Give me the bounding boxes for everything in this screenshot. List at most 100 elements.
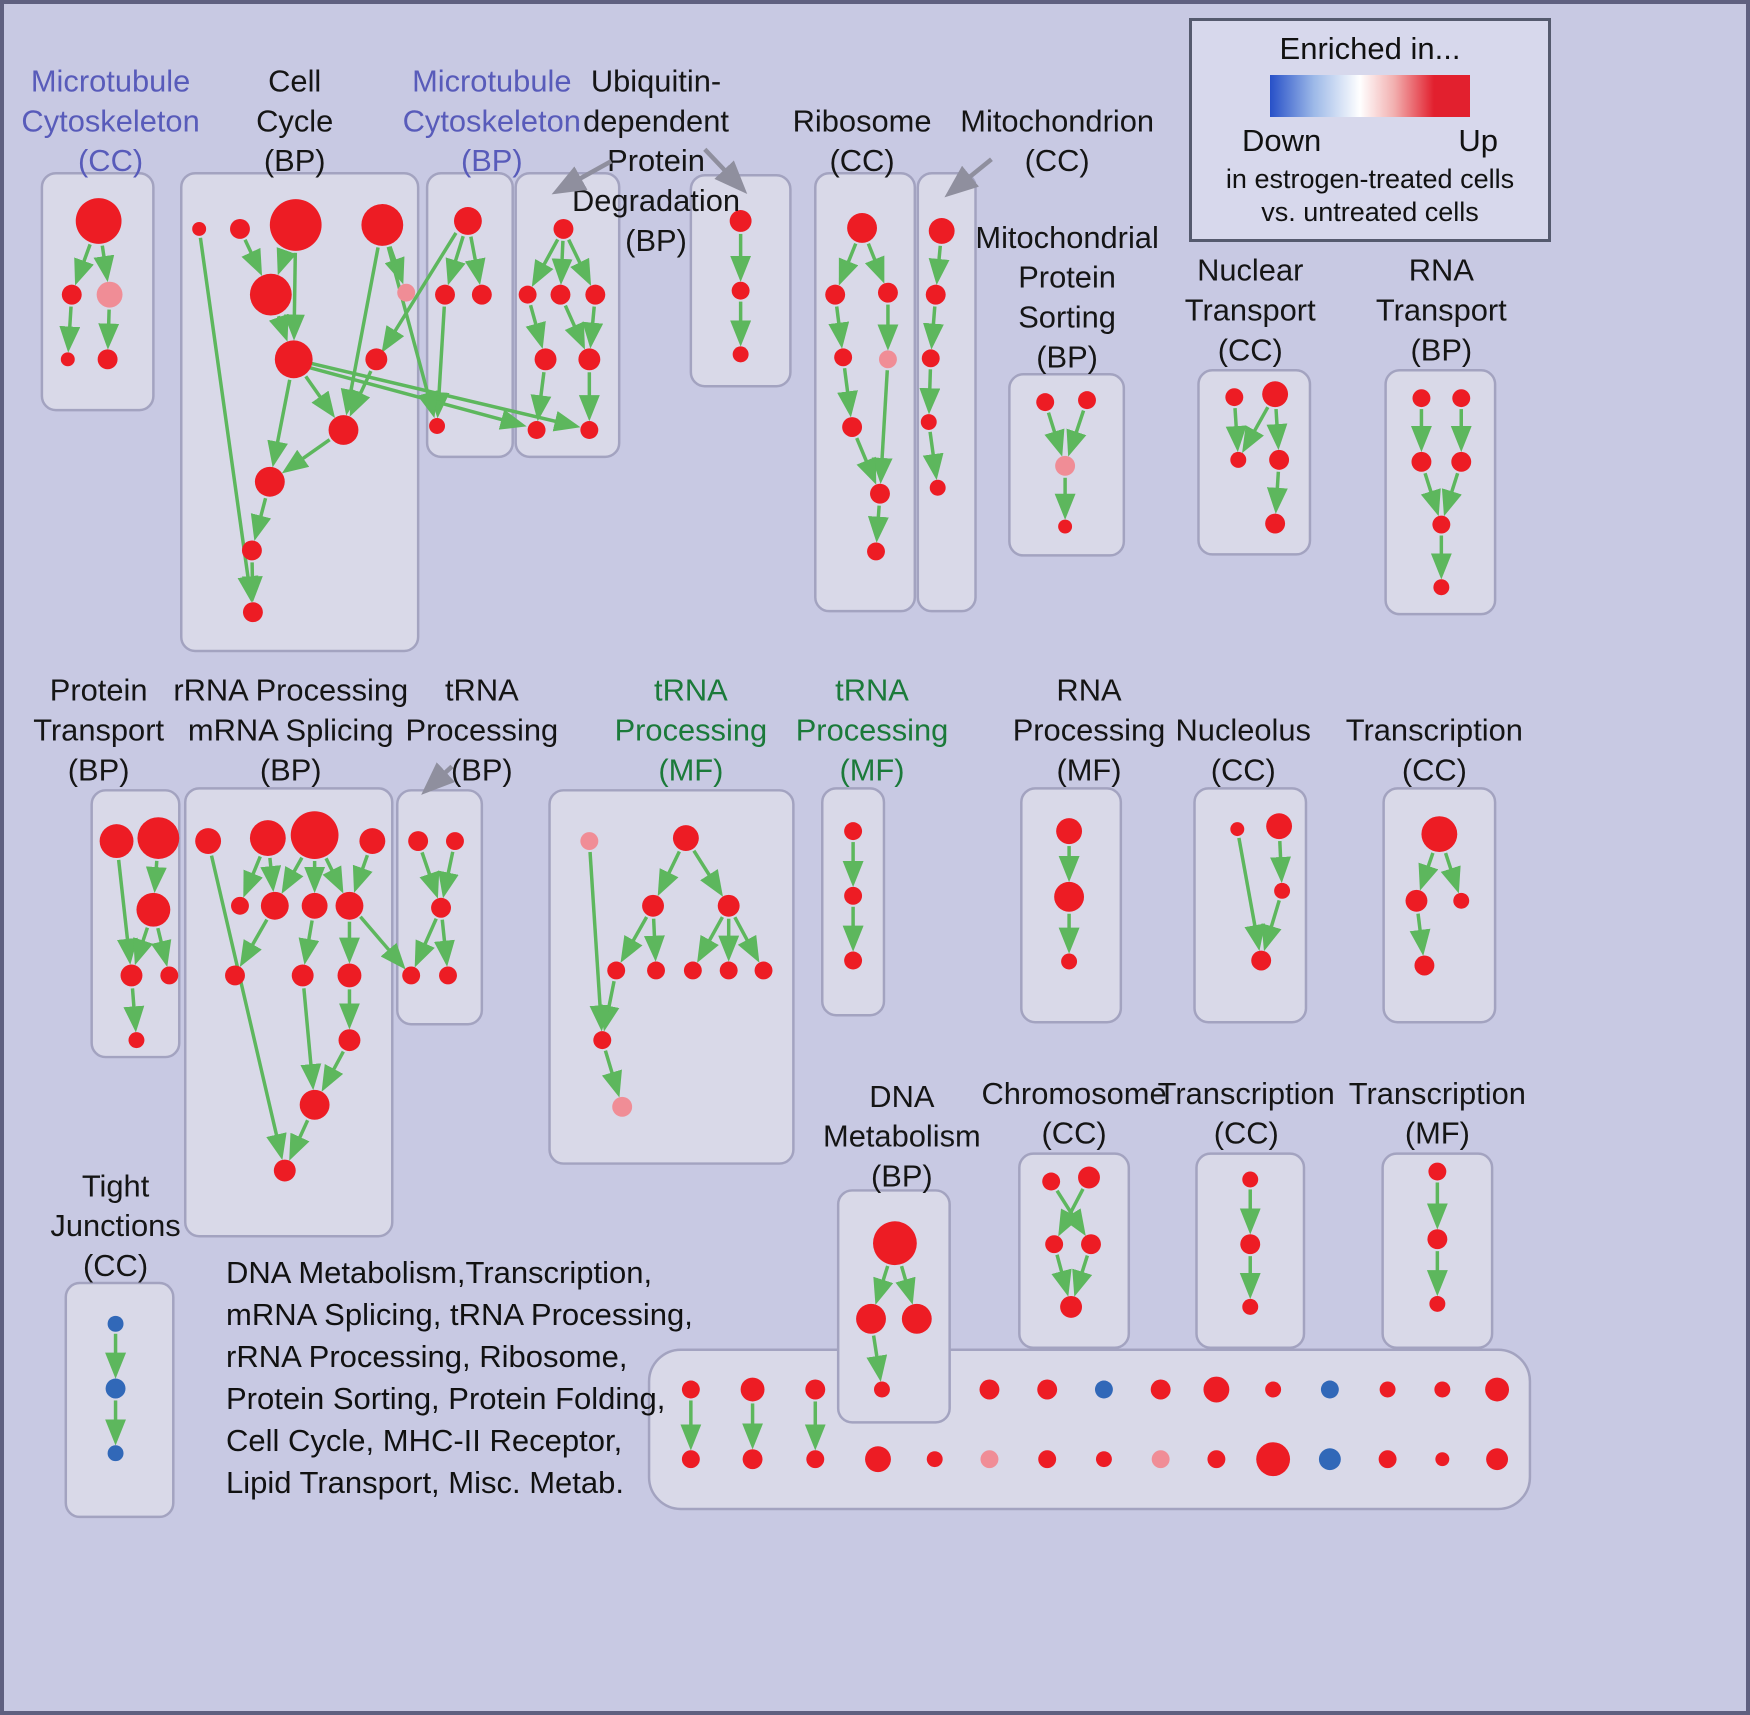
edge-trna-processing-mf-large xyxy=(657,850,681,897)
cluster-box-transcription-mf xyxy=(1381,1152,1494,1349)
node-ribosome-cc-7 xyxy=(867,542,885,561)
node-ubiquitin-degradation-bp-right-0 xyxy=(729,210,752,232)
edge-rrna-processing-mrna-splicing-bp xyxy=(243,855,263,898)
node-ribosome-cc-2 xyxy=(877,282,898,303)
legend-updown-row: Down Up xyxy=(1242,123,1498,159)
edge-chromosome-cc xyxy=(1072,1255,1093,1297)
edge-rrna-processing-mrna-splicing-bp xyxy=(260,857,282,893)
node-microtubule-cytoskeleton-cc-1 xyxy=(61,284,82,305)
legend-down-label: Down xyxy=(1242,123,1322,158)
node-microtubule-cytoskeleton-cc-3 xyxy=(60,352,75,367)
node-protein-transport-bp-0 xyxy=(99,824,134,858)
edge-microtubule-cytoskeleton-cc xyxy=(59,306,81,353)
edge-dna-metabolism-bp xyxy=(873,1265,894,1305)
edge-trna-processing-mf-large xyxy=(733,916,760,963)
node-rrna-processing-mrna-splicing-bp-9 xyxy=(291,964,314,987)
node-tight-junctions-cc-0 xyxy=(107,1315,124,1332)
cluster-label-transcription-cc-upper: Transcription(CC) xyxy=(1346,713,1523,788)
node-rrna-processing-mrna-splicing-bp-0 xyxy=(195,828,222,855)
label-pointer-arrow-1 xyxy=(703,147,748,195)
node-microtubule-cytoskeleton-cc-0 xyxy=(75,198,122,244)
node-rna-transport-bp-5 xyxy=(1433,579,1450,596)
node-cell-cycle-bp-6 xyxy=(274,340,313,379)
node-cell-cycle-bp-1 xyxy=(230,218,250,239)
node-misc-categories-27 xyxy=(1486,1448,1509,1471)
node-misc-categories-8 xyxy=(1265,1381,1282,1398)
node-misc-categories-12 xyxy=(1485,1377,1510,1402)
node-misc-categories-17 xyxy=(926,1451,943,1468)
edge-ribosome-cc xyxy=(855,437,877,485)
node-chromosome-cc-2 xyxy=(1045,1235,1064,1254)
edge-protein-transport-bp xyxy=(116,859,138,965)
misc-line-4: Protein Sorting, Protein Folding, xyxy=(226,1381,666,1416)
node-microtubule-cytoskeleton-cc-4 xyxy=(97,349,118,370)
edge-nucleolus-cc xyxy=(1270,840,1291,884)
node-nuclear-transport-cc-3 xyxy=(1269,449,1290,470)
node-nuclear-transport-cc-1 xyxy=(1262,381,1289,408)
edge-mitochondrial-protein-sorting-bp xyxy=(1066,409,1087,457)
edge-ubiquitin-degradation-bp-left xyxy=(531,238,560,287)
cluster-box-nuclear-transport-cc xyxy=(1197,369,1312,556)
node-misc-categories-26 xyxy=(1435,1452,1450,1467)
node-trna-processing-mf-small-0 xyxy=(844,822,863,841)
node-transcription-mf-2 xyxy=(1429,1295,1446,1312)
edge-cell-cycle-bp xyxy=(241,562,263,603)
cluster-label-transcription-cc-lower: Transcription(CC) xyxy=(1158,1076,1335,1151)
node-rrna-processing-mrna-splicing-bp-5 xyxy=(260,891,289,920)
node-mitochondrial-protein-sorting-bp-0 xyxy=(1036,393,1055,412)
node-cell-cycle-bp-7 xyxy=(365,348,388,371)
node-rna-transport-bp-4 xyxy=(1432,515,1451,534)
edge-microtubule-cytoskeleton-bp xyxy=(464,236,486,286)
edge-ubiquitin-degradation-bp-left xyxy=(567,238,592,286)
node-trna-processing-mf-large-6 xyxy=(683,961,702,980)
node-cell-cycle-bp-2 xyxy=(269,199,322,251)
edge-trna-processing-mf-large xyxy=(692,849,723,897)
node-ubiquitin-degradation-bp-left-0 xyxy=(553,218,574,239)
node-ribosome-cc-1 xyxy=(825,284,846,305)
edge-cell-cycle-bp xyxy=(384,245,405,285)
edge-rrna-processing-mrna-splicing-bp xyxy=(281,856,304,894)
node-protein-transport-bp-3 xyxy=(120,964,143,987)
node-misc-categories-7 xyxy=(1203,1376,1230,1403)
node-microtubule-cytoskeleton-bp-3 xyxy=(429,418,446,434)
legend-subtitle-2: vs. untreated cells xyxy=(1261,197,1479,227)
node-ubiquitin-degradation-bp-left-2 xyxy=(550,284,571,305)
edge-transcription-cc-upper xyxy=(1440,852,1461,894)
node-transcription-cc-upper-2 xyxy=(1453,892,1470,909)
node-trna-processing-mf-large-8 xyxy=(754,961,773,980)
edge-protein-transport-bp xyxy=(133,927,154,966)
node-chromosome-cc-3 xyxy=(1081,1234,1101,1255)
node-ribosome-cc-3 xyxy=(834,348,853,367)
node-rna-processing-mf-2 xyxy=(1061,953,1078,970)
edge-ubiquitin-degradation-bp-left xyxy=(563,304,585,350)
node-misc-categories-20 xyxy=(1095,1451,1112,1468)
node-mitochondrial-protein-sorting-bp-2 xyxy=(1055,455,1076,476)
node-ribosome-cc-4 xyxy=(878,350,897,369)
node-nucleolus-cc-1 xyxy=(1266,813,1293,840)
node-transcription-cc-upper-0 xyxy=(1421,816,1458,853)
node-transcription-cc-upper-3 xyxy=(1414,955,1435,976)
edge-nuclear-transport-cc xyxy=(1266,471,1288,514)
edge-nucleolus-cc xyxy=(1237,837,1266,951)
node-trna-processing-bp-1 xyxy=(446,832,464,851)
node-mitochondrion-cc-3 xyxy=(920,414,937,431)
edge-cell-cycle-bp xyxy=(250,497,272,542)
edge-microtubule-cytoskeleton-cc xyxy=(74,243,94,286)
cluster-label-mitochondrion-cc: Mitochondrion(CC) xyxy=(960,103,1154,178)
edge-rrna-processing-mrna-splicing-bp xyxy=(321,1050,345,1092)
node-transcription-mf-1 xyxy=(1427,1229,1448,1250)
node-cell-cycle-bp-4 xyxy=(249,273,292,316)
node-cell-cycle-bp-0 xyxy=(192,221,207,236)
node-misc-categories-1 xyxy=(740,1377,765,1402)
node-rna-processing-mf-0 xyxy=(1056,818,1083,845)
node-rna-transport-bp-3 xyxy=(1451,451,1472,472)
node-rna-transport-bp-0 xyxy=(1412,389,1431,408)
node-misc-categories-3 xyxy=(979,1379,1000,1400)
node-trna-processing-mf-large-2 xyxy=(642,894,664,917)
node-misc-categories-23 xyxy=(1256,1442,1291,1477)
